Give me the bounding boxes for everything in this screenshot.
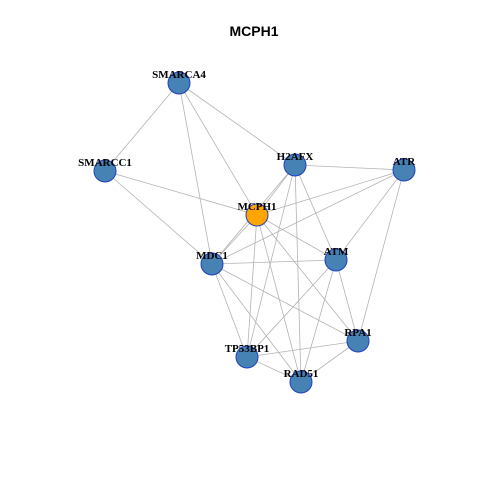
edge-layer xyxy=(104,82,405,383)
node-label-smarcc1: SMARCC1 xyxy=(78,157,132,169)
edge-mdc1-rpa1 xyxy=(211,263,359,342)
node-mdc1[interactable] xyxy=(200,252,224,276)
node-rpa1[interactable] xyxy=(346,329,370,353)
edge-mcph1-atm xyxy=(256,214,337,261)
node-label-atm: ATM xyxy=(324,246,349,258)
edge-smarca4-smarcc1 xyxy=(104,82,180,172)
edge-atm-tp53bp1 xyxy=(246,259,337,358)
edge-atr-rpa1 xyxy=(357,169,405,342)
edge-smarca4-mcph1 xyxy=(178,82,258,216)
edge-smarcc1-mdc1 xyxy=(104,170,213,265)
node-rad51[interactable] xyxy=(289,370,313,394)
edge-mcph1-tp53bp1 xyxy=(246,214,258,358)
edge-mcph1-rpa1 xyxy=(256,214,359,342)
edge-smarca4-h2afx xyxy=(178,82,296,166)
edge-mdc1-rad51 xyxy=(211,263,302,383)
edge-atr-mcph1 xyxy=(256,169,405,216)
node-label-mdc1: MDC1 xyxy=(196,250,228,262)
edge-rpa1-rad51 xyxy=(300,340,359,383)
node-smarca4[interactable] xyxy=(167,71,191,95)
node-label-smarca4: SMARCA4 xyxy=(152,69,206,81)
edge-atr-atm xyxy=(335,169,405,261)
edge-smarca4-mdc1 xyxy=(178,82,213,265)
node-label-atr: ATR xyxy=(393,156,416,168)
edge-h2afx-rad51 xyxy=(294,164,302,383)
node-label-rpa1: RPA1 xyxy=(344,327,371,339)
node-mcph1[interactable] xyxy=(245,203,269,227)
edge-mdc1-atm xyxy=(211,259,337,265)
node-label-h2afx: H2AFX xyxy=(277,151,314,163)
edge-h2afx-tp53bp1 xyxy=(246,164,296,358)
edge-atm-rad51 xyxy=(300,259,337,383)
edge-h2afx-atr xyxy=(294,164,405,171)
node-tp53bp1[interactable] xyxy=(235,345,259,369)
edge-atr-mdc1 xyxy=(211,169,405,265)
edge-mcph1-rad51 xyxy=(256,214,302,383)
edge-mdc1-tp53bp1 xyxy=(211,263,248,358)
node-label-tp53bp1: TP53BP1 xyxy=(225,343,270,355)
node-layer xyxy=(93,71,416,394)
node-atm[interactable] xyxy=(324,248,348,272)
edge-h2afx-atm xyxy=(294,164,337,261)
edge-atm-rpa1 xyxy=(335,259,359,342)
edge-smarcc1-mcph1 xyxy=(104,170,258,216)
graph-title: MCPH1 xyxy=(229,23,278,39)
node-label-rad51: RAD51 xyxy=(284,368,319,380)
node-h2afx[interactable] xyxy=(283,153,307,177)
node-smarcc1[interactable] xyxy=(93,159,117,183)
node-atr[interactable] xyxy=(392,158,416,182)
edge-rpa1-tp53bp1 xyxy=(246,340,359,358)
node-label-mcph1: MCPH1 xyxy=(237,201,276,213)
